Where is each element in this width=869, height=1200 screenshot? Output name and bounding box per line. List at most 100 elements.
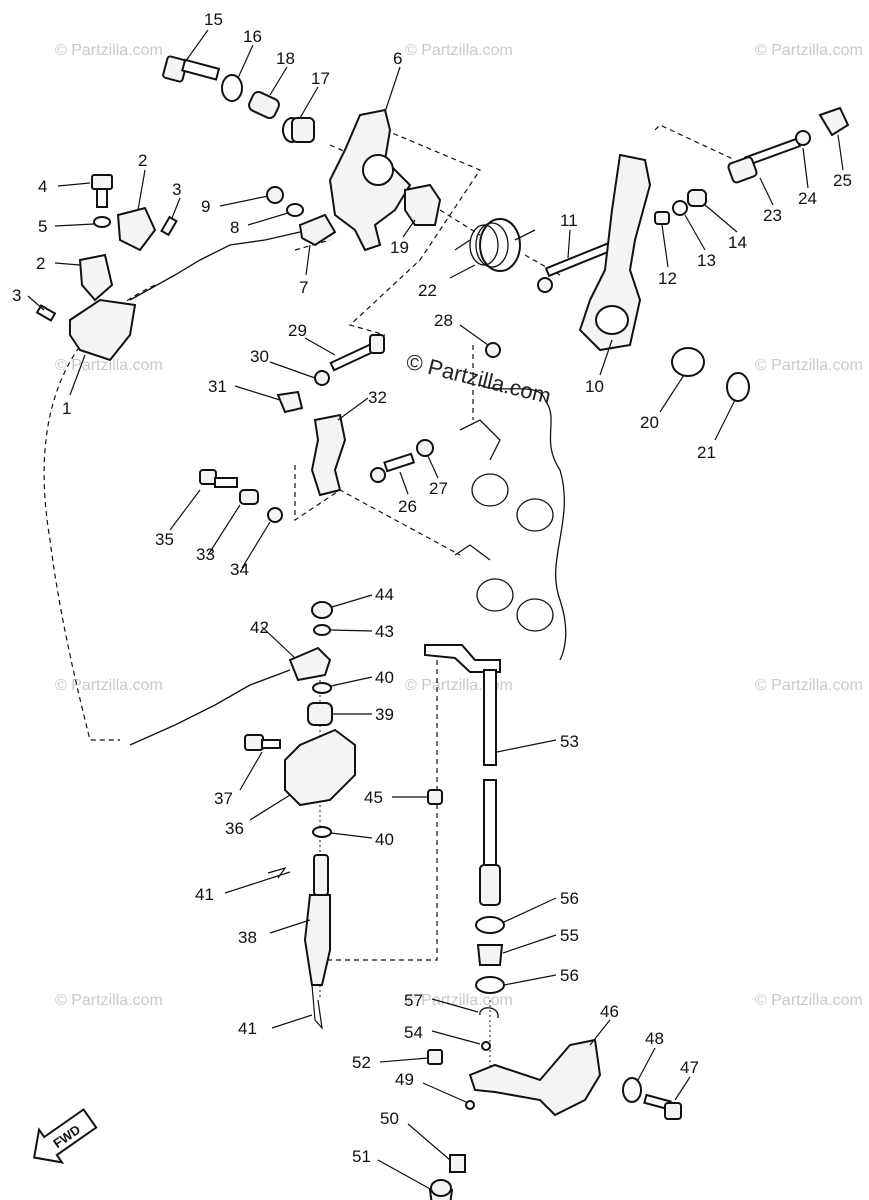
nut-30 <box>314 370 330 386</box>
lever-10-hole <box>595 305 629 335</box>
callout-label: 26 <box>398 497 417 516</box>
callout-label: 30 <box>250 347 269 366</box>
callout-label: 50 <box>380 1109 399 1128</box>
connection-lines <box>43 124 736 1090</box>
washer-21 <box>726 372 750 402</box>
washer-56 <box>475 976 505 994</box>
washer-40 <box>312 682 332 694</box>
watermark: © Partzilla.com <box>755 992 863 1009</box>
link-32 <box>310 413 347 497</box>
callout-label: 52 <box>352 1053 371 1072</box>
clip-31 <box>276 390 304 414</box>
collar-33 <box>239 489 259 505</box>
callout-label: 34 <box>230 560 249 579</box>
callout-label: 11 <box>560 211 578 230</box>
callout-label: 3 <box>172 180 181 199</box>
callout-label: 16 <box>243 27 262 46</box>
nut-34 <box>267 507 283 523</box>
callout-label: 22 <box>418 281 437 300</box>
callout-label: 29 <box>288 321 307 340</box>
watermark: © Partzilla.com <box>55 992 163 1009</box>
nut-27 <box>416 439 434 457</box>
callout-label: 48 <box>645 1029 664 1048</box>
callout-label: 45 <box>364 788 383 807</box>
callout-label: 3 <box>12 286 21 305</box>
callout-label: 56 <box>560 966 579 985</box>
collar-14 <box>687 189 707 207</box>
bolt-4 <box>91 174 113 208</box>
callout-label: 56 <box>560 889 579 908</box>
bolt-35 <box>199 469 238 488</box>
callout-label: 36 <box>225 819 244 838</box>
callout-label: 42 <box>250 618 269 637</box>
watermark: © Partzilla.com <box>405 992 513 1009</box>
callout-label: 41 <box>195 885 214 904</box>
watermark-center: © Partzilla.com <box>404 349 554 409</box>
clip-45 <box>427 789 443 805</box>
callout-label: 9 <box>201 197 210 216</box>
shift-rod-53 <box>424 644 501 906</box>
callout-label: 37 <box>214 789 233 808</box>
callout-label: 41 <box>238 1019 257 1038</box>
cable-lower <box>129 669 291 746</box>
callout-label: 24 <box>798 189 817 208</box>
callout-label: 6 <box>393 49 402 68</box>
collar-55 <box>476 944 504 966</box>
callout-label: 20 <box>640 413 659 432</box>
bracket-1 <box>69 298 137 362</box>
callout-label: 8 <box>230 218 239 237</box>
callout-label: 57 <box>404 991 423 1010</box>
spring-50 <box>449 1154 466 1173</box>
rod-joint-23 <box>727 137 801 184</box>
watermark: © Partzilla.com <box>55 357 163 374</box>
callout-label: 2 <box>138 151 147 170</box>
arrow-icon <box>32 1108 98 1164</box>
knob-51-top <box>430 1179 452 1197</box>
washer-5 <box>93 216 111 228</box>
callout-label: 40 <box>375 668 394 687</box>
callout-label: 7 <box>299 278 308 297</box>
joint-42 <box>288 646 332 682</box>
watermark: © Partzilla.com <box>755 42 863 59</box>
lever-46 <box>468 1038 602 1117</box>
callout-label: 21 <box>697 443 716 462</box>
cap-25 <box>818 106 850 137</box>
callout-label: 43 <box>375 622 394 641</box>
callout-label: 32 <box>368 388 387 407</box>
bolt-47 <box>643 1093 682 1120</box>
washer-20 <box>671 347 705 377</box>
watermark: © Partzilla.com <box>755 357 863 374</box>
callout-label: 2 <box>36 254 45 273</box>
callout-label: 51 <box>352 1147 371 1166</box>
callout-label: 4 <box>38 177 47 196</box>
callout-label: 49 <box>395 1070 414 1089</box>
spacer-12 <box>654 211 670 225</box>
callout-label: 35 <box>155 530 174 549</box>
spring-22 <box>454 218 536 272</box>
pin-3 <box>160 215 178 237</box>
bracket-36 <box>284 728 356 807</box>
watermark-layer: © Partzilla.com © Partzilla.com © Partzi… <box>55 42 863 1009</box>
screw-52 <box>427 1049 443 1065</box>
bolt-15 <box>162 55 221 83</box>
bolt-26 <box>370 452 416 483</box>
callout-label: 5 <box>38 217 47 236</box>
nut-9 <box>266 186 284 204</box>
callout-label: 33 <box>196 545 215 564</box>
watermark: © Partzilla.com <box>755 677 863 694</box>
callout-labels: 15 16 18 17 6 2 4 3 5 9 8 2 3 7 19 22 11… <box>12 10 852 1166</box>
washer-40 <box>312 826 332 838</box>
washer-8 <box>286 203 304 217</box>
callout-label: 12 <box>658 269 677 288</box>
clamp-2-upper <box>116 206 157 252</box>
callout-label: 18 <box>276 49 295 68</box>
bracket-6-hole <box>362 154 394 186</box>
pin-3 <box>35 304 57 322</box>
ball-49 <box>465 1100 475 1110</box>
ball-54 <box>481 1041 491 1051</box>
callout-label: 38 <box>238 928 257 947</box>
callout-label: 39 <box>375 705 394 724</box>
callout-label: 54 <box>404 1023 423 1042</box>
washer-16 <box>221 74 243 102</box>
callout-label: 31 <box>208 377 227 396</box>
